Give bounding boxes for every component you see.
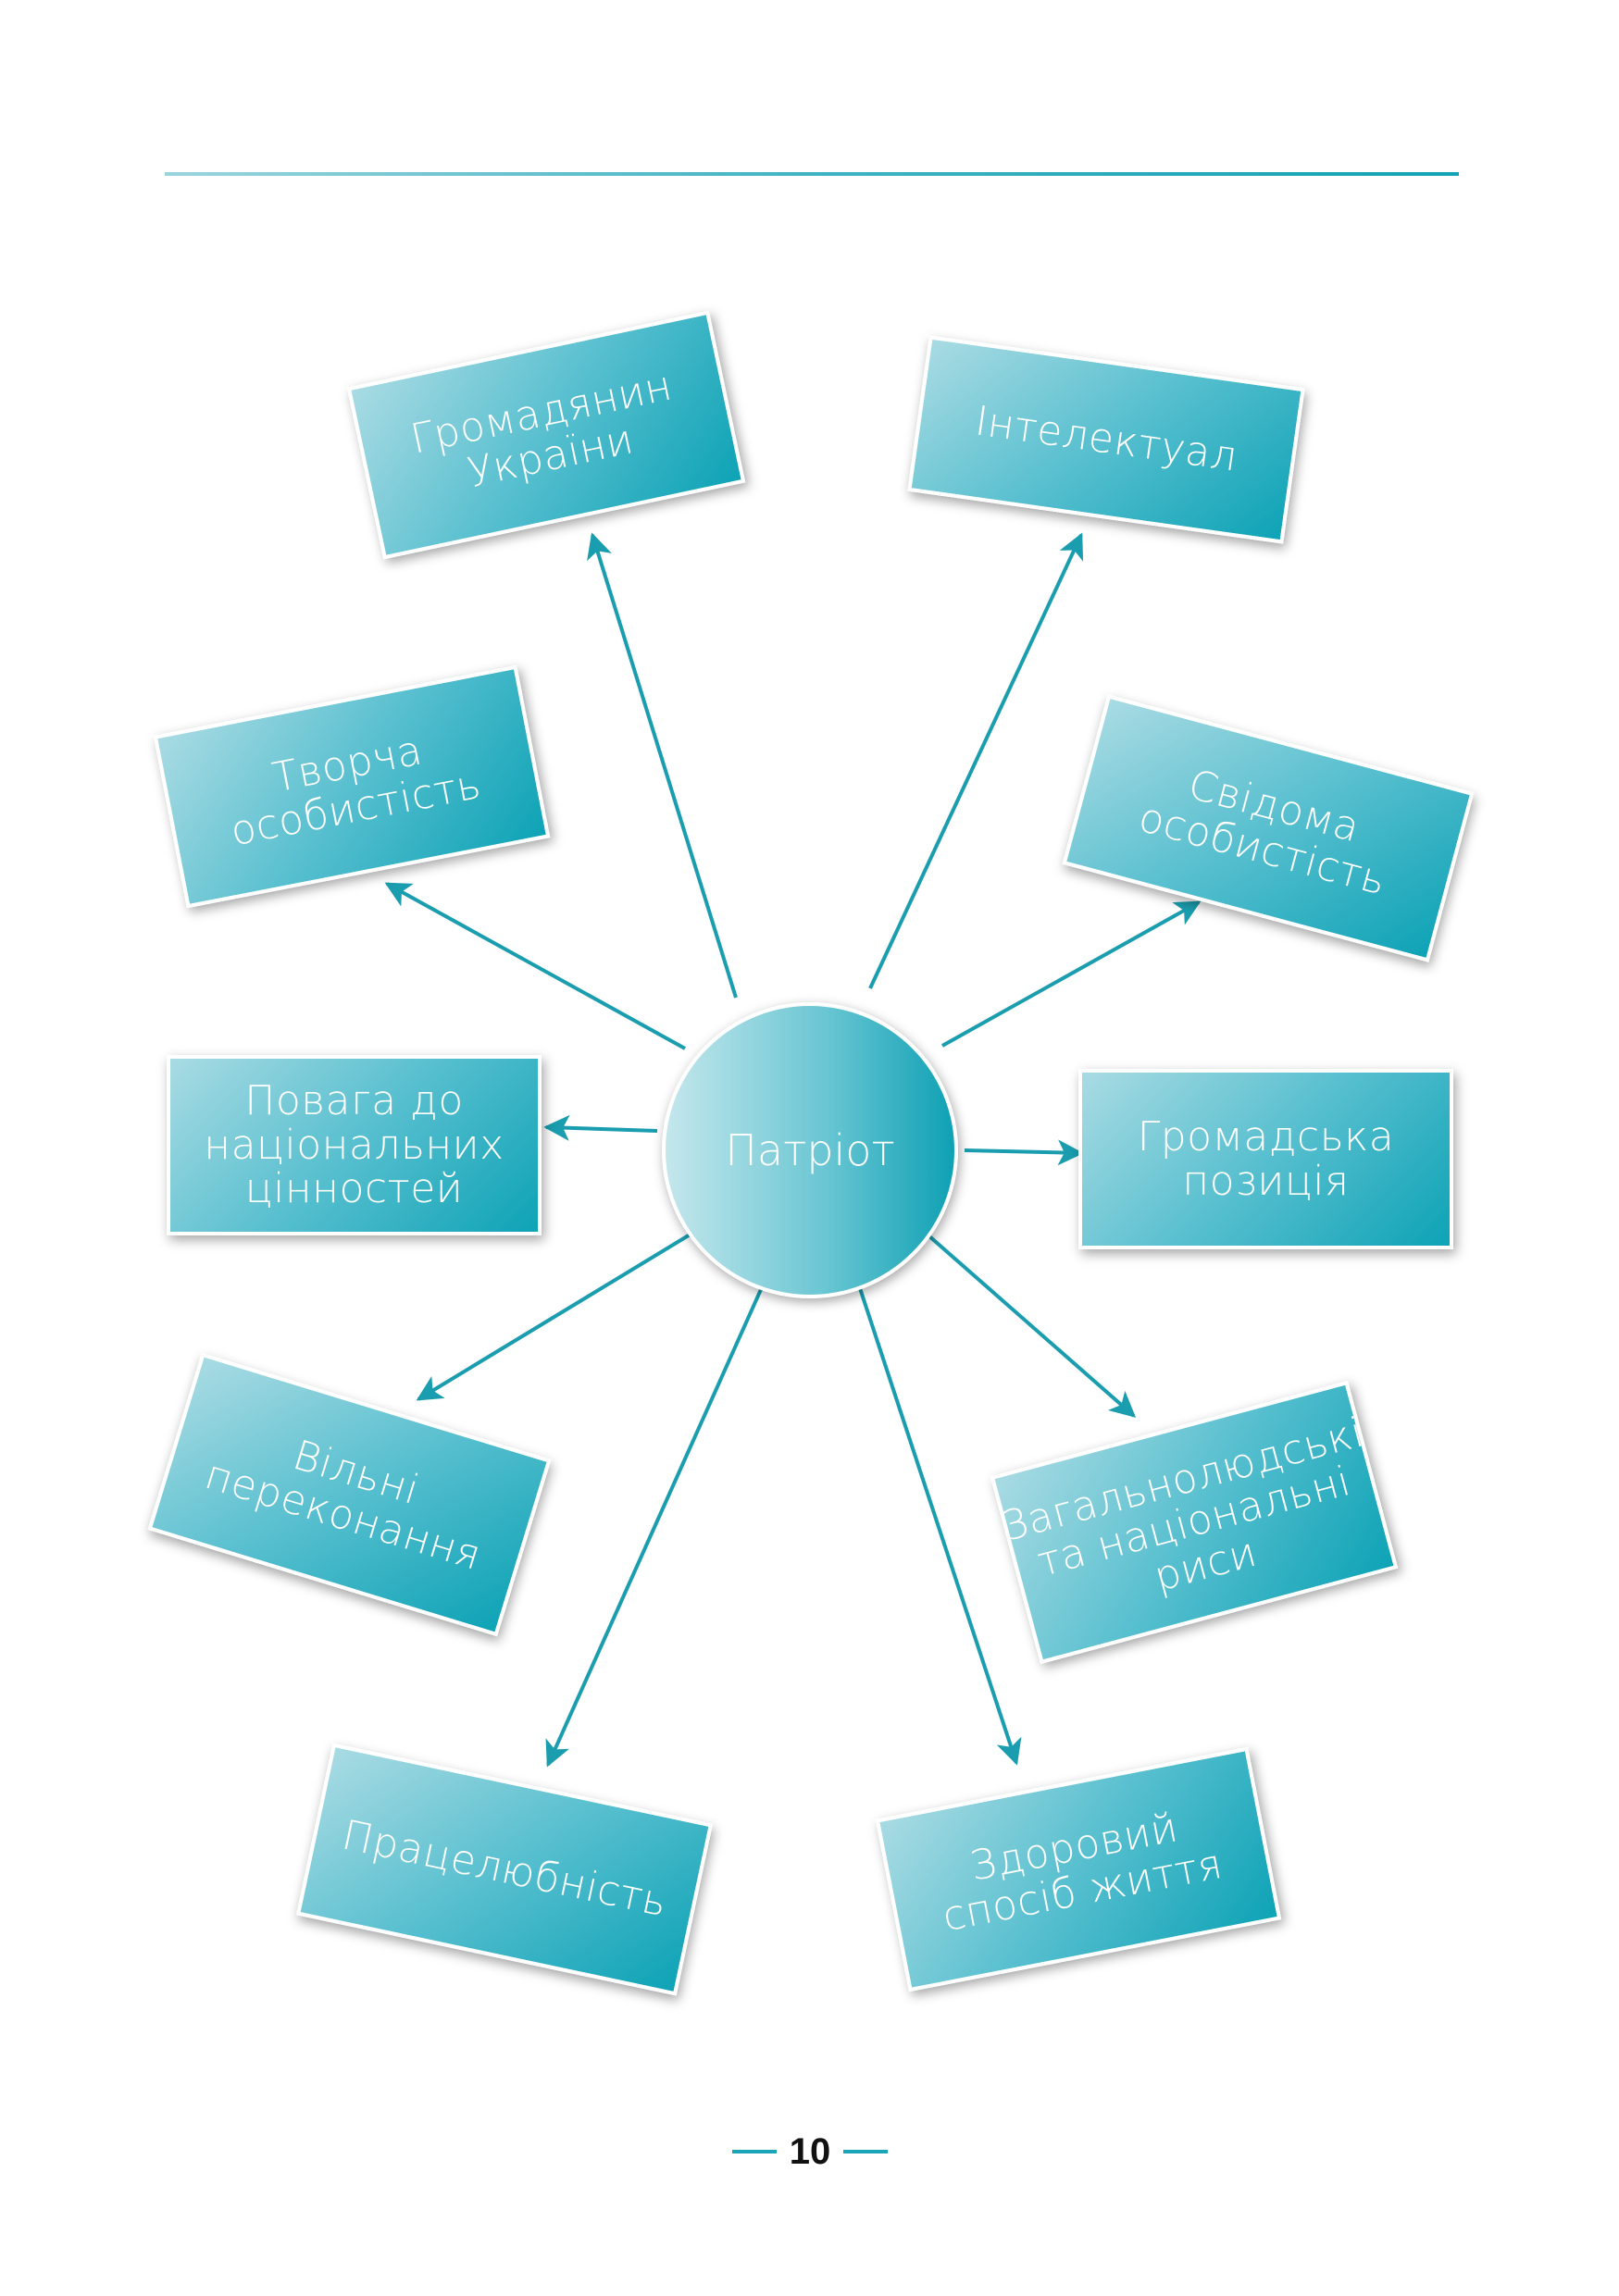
- arrow-to-conscious: [941, 900, 1202, 1048]
- top-rule: [165, 172, 1459, 176]
- arrow-to-citizen: [587, 532, 738, 999]
- arrow-to-diligence: [545, 1276, 768, 1768]
- page-footer: 10: [722, 2128, 898, 2175]
- page-number: 10: [789, 2130, 831, 2172]
- center-node: Патріот: [662, 1002, 958, 1298]
- node-respect: Повага до національних цінностей: [167, 1055, 542, 1235]
- arrow-to-health: [854, 1276, 1022, 1766]
- arrow-to-traits: [927, 1234, 1137, 1418]
- page-number-dash-left: [731, 2150, 777, 2153]
- arrow-to-respect: [543, 1114, 658, 1141]
- node-civic: Громадська позиція: [1078, 1069, 1453, 1249]
- arrow-to-creative: [384, 882, 686, 1050]
- arrow-to-civic: [964, 1139, 1084, 1166]
- page-number-dash-right: [843, 2150, 889, 2153]
- arrow-to-intellectual: [868, 532, 1084, 989]
- arrow-to-free: [416, 1229, 698, 1401]
